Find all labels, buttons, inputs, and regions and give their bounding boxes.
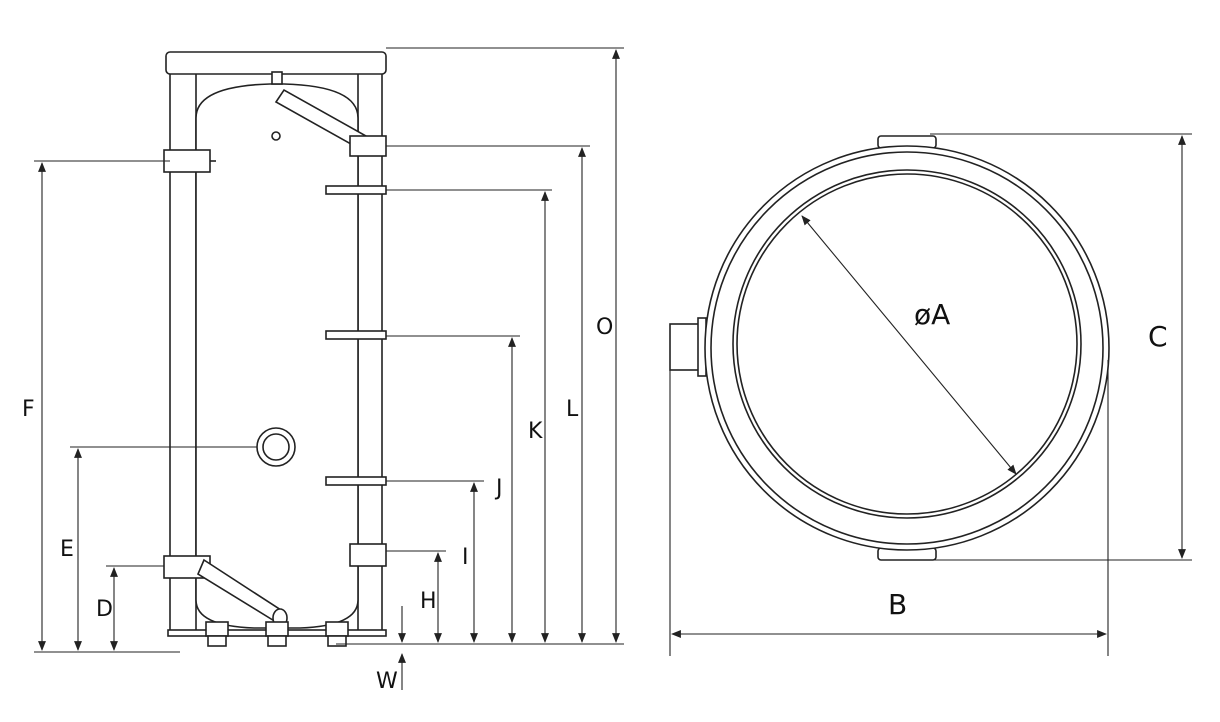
label-W: W — [376, 669, 398, 694]
right-port-2 — [325, 330, 387, 340]
right-port-4 — [349, 543, 387, 567]
label-K: K — [528, 419, 543, 444]
left-top-port — [163, 149, 211, 173]
feet — [205, 621, 349, 647]
front-view — [163, 51, 387, 647]
label-A: øA — [914, 298, 950, 331]
label-B: B — [888, 588, 907, 621]
inner-tank-edge — [732, 169, 1082, 519]
inner-tank — [736, 173, 1078, 515]
right-port-1 — [325, 185, 387, 195]
label-L: L — [566, 397, 579, 422]
top-dimensions — [669, 133, 1192, 656]
label-H: H — [420, 589, 437, 614]
front-dimensions — [34, 47, 624, 690]
label-D: D — [96, 597, 113, 622]
label-I: I — [462, 545, 469, 570]
top-right-port — [349, 135, 387, 157]
manhole-inner — [262, 433, 290, 461]
top-cover — [165, 51, 387, 75]
label-E: E — [60, 537, 74, 562]
right-port-3 — [325, 476, 387, 486]
top-view — [669, 135, 1110, 561]
label-O: O — [596, 315, 613, 340]
label-C: C — [1148, 320, 1168, 353]
label-J: J — [494, 476, 503, 501]
top-vent — [271, 71, 283, 85]
outer-shell-inner-edge — [710, 151, 1104, 545]
tank-body — [195, 83, 359, 629]
dim-A-line — [801, 215, 1017, 475]
sensor-port — [271, 131, 281, 141]
side-bracket — [669, 323, 701, 371]
label-F: F — [22, 397, 35, 422]
